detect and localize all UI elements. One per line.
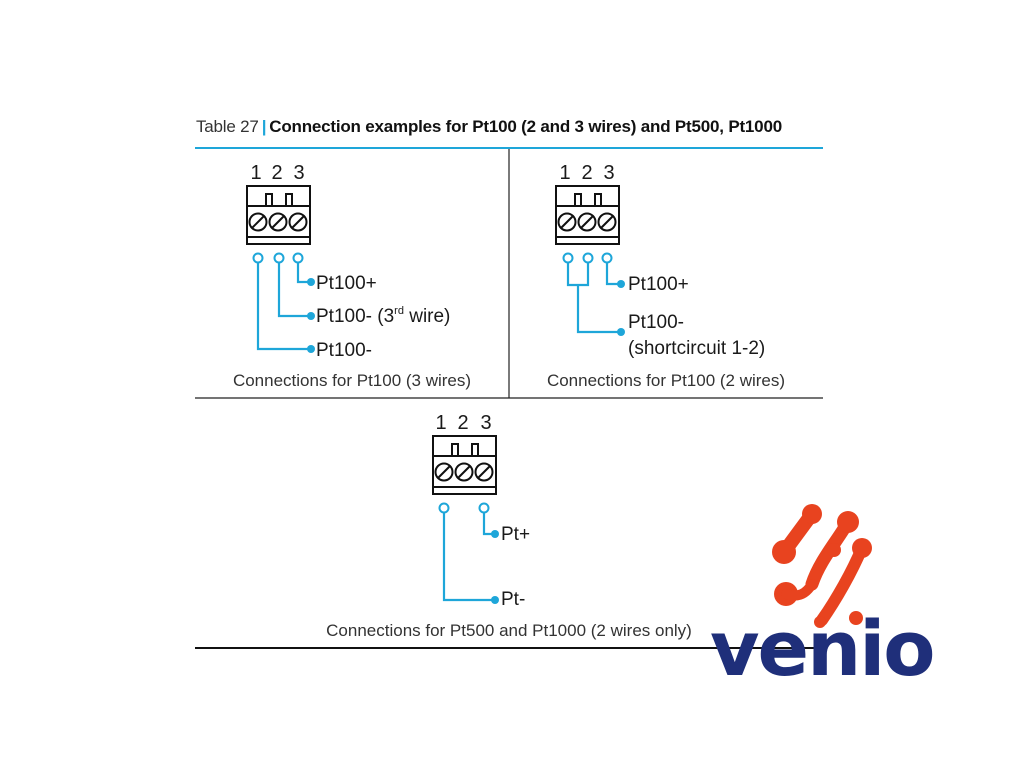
wire-end-dot (307, 345, 315, 353)
screw-slot (437, 465, 451, 479)
logo-mark-icon (772, 504, 872, 628)
wire-pt100-plus (605, 263, 621, 286)
screw-icon (248, 212, 268, 232)
terminal-pin-slot (451, 443, 459, 457)
terminal-pin-slot (285, 193, 293, 207)
terminal-ring-3 (478, 502, 490, 514)
label-pt-plus: Pt+ (501, 524, 530, 545)
pin-number-2: 2 (457, 412, 468, 434)
table-title: Connection examples for Pt100 (2 and 3 w… (269, 117, 782, 136)
table-number: Table 27 (196, 117, 259, 136)
pin-number-1: 1 (435, 412, 446, 434)
terminal-ring-3 (292, 252, 304, 264)
screw-slot (271, 215, 285, 229)
panel-pt100-3wire: 1 2 3 Pt100+ Pt100- (3rd wire) Pt100- Co… (233, 162, 471, 390)
pin-number-3: 3 (603, 162, 614, 184)
terminal-block (555, 185, 620, 245)
wire-pt100-minus (256, 263, 311, 351)
terminal-pin-slot (574, 193, 582, 207)
table-caption: Table 27|Connection examples for Pt100 (… (196, 117, 782, 137)
screw-slot (580, 215, 594, 229)
screw-slot (560, 215, 574, 229)
screw-icon (434, 462, 454, 482)
pin-number-1: 1 (250, 162, 261, 184)
pin-number-2: 2 (271, 162, 282, 184)
screw-icon (557, 212, 577, 232)
terminal-ring-1 (438, 502, 450, 514)
terminal-block (432, 435, 497, 495)
caption-pt500-pt1000: Connections for Pt500 and Pt1000 (2 wire… (326, 621, 692, 640)
panel-pt100-2wire: 1 2 3 Pt100+ Pt100- (shortcircuit 1-2) C… (547, 162, 785, 390)
screw-slot (477, 465, 491, 479)
wire-pt100-plus (296, 263, 311, 284)
wire-end-dot (307, 278, 315, 286)
screw-icon (454, 462, 474, 482)
label-pt100-plus: Pt100+ (628, 274, 689, 295)
wire-pt-minus (442, 513, 495, 602)
terminal-pin-slot (594, 193, 602, 207)
screw-icon (268, 212, 288, 232)
label-shortcircuit: (shortcircuit 1-2) (628, 338, 765, 359)
terminal-ring-1 (562, 252, 574, 264)
label-pt100-minus: Pt100- (628, 312, 684, 333)
panel-pt500-pt1000: 1 2 3 Pt+ Pt- Connections for Pt500 and … (326, 412, 692, 640)
caption-pt100-3wire: Connections for Pt100 (3 wires) (233, 371, 471, 390)
wire-pt100-minus-3rd (277, 263, 311, 318)
terminal-housing (555, 185, 620, 245)
pin-number-2: 2 (581, 162, 592, 184)
label-pt100-plus: Pt100+ (316, 273, 377, 294)
pin-number-3: 3 (293, 162, 304, 184)
wire-end-dot (617, 280, 625, 288)
wire-end-dot (617, 328, 625, 336)
pin-number-1: 1 (559, 162, 570, 184)
caption-separator: | (261, 117, 267, 136)
terminal-ring-2 (582, 252, 594, 264)
terminal-block (246, 185, 311, 245)
screw-icon (597, 212, 617, 232)
logo-wordmark: venio (710, 604, 933, 693)
wire-end-dot (491, 530, 499, 538)
terminal-ring-2 (273, 252, 285, 264)
wire-end-dot (491, 596, 499, 604)
screw-icon (474, 462, 494, 482)
screw-icon (288, 212, 308, 232)
label-pt100-minus-3rd-wire: Pt100- (3rd wire) (316, 305, 450, 327)
terminal-housing (432, 435, 497, 495)
screw-icon (577, 212, 597, 232)
wire-pt100-minus (576, 285, 621, 334)
screw-slot (291, 215, 305, 229)
screw-slot (251, 215, 265, 229)
caption-pt100-2wire: Connections for Pt100 (2 wires) (547, 371, 785, 390)
wire-end-dot (307, 312, 315, 320)
terminal-pin-slot (265, 193, 273, 207)
terminal-pin-slot (471, 443, 479, 457)
terminal-ring-3 (601, 252, 613, 264)
terminal-ring-1 (252, 252, 264, 264)
screw-slot (600, 215, 614, 229)
pin-number-3: 3 (480, 412, 491, 434)
label-pt-minus: Pt- (501, 589, 525, 610)
terminal-housing (246, 185, 311, 245)
screw-slot (457, 465, 471, 479)
label-pt100-minus: Pt100- (316, 340, 372, 361)
